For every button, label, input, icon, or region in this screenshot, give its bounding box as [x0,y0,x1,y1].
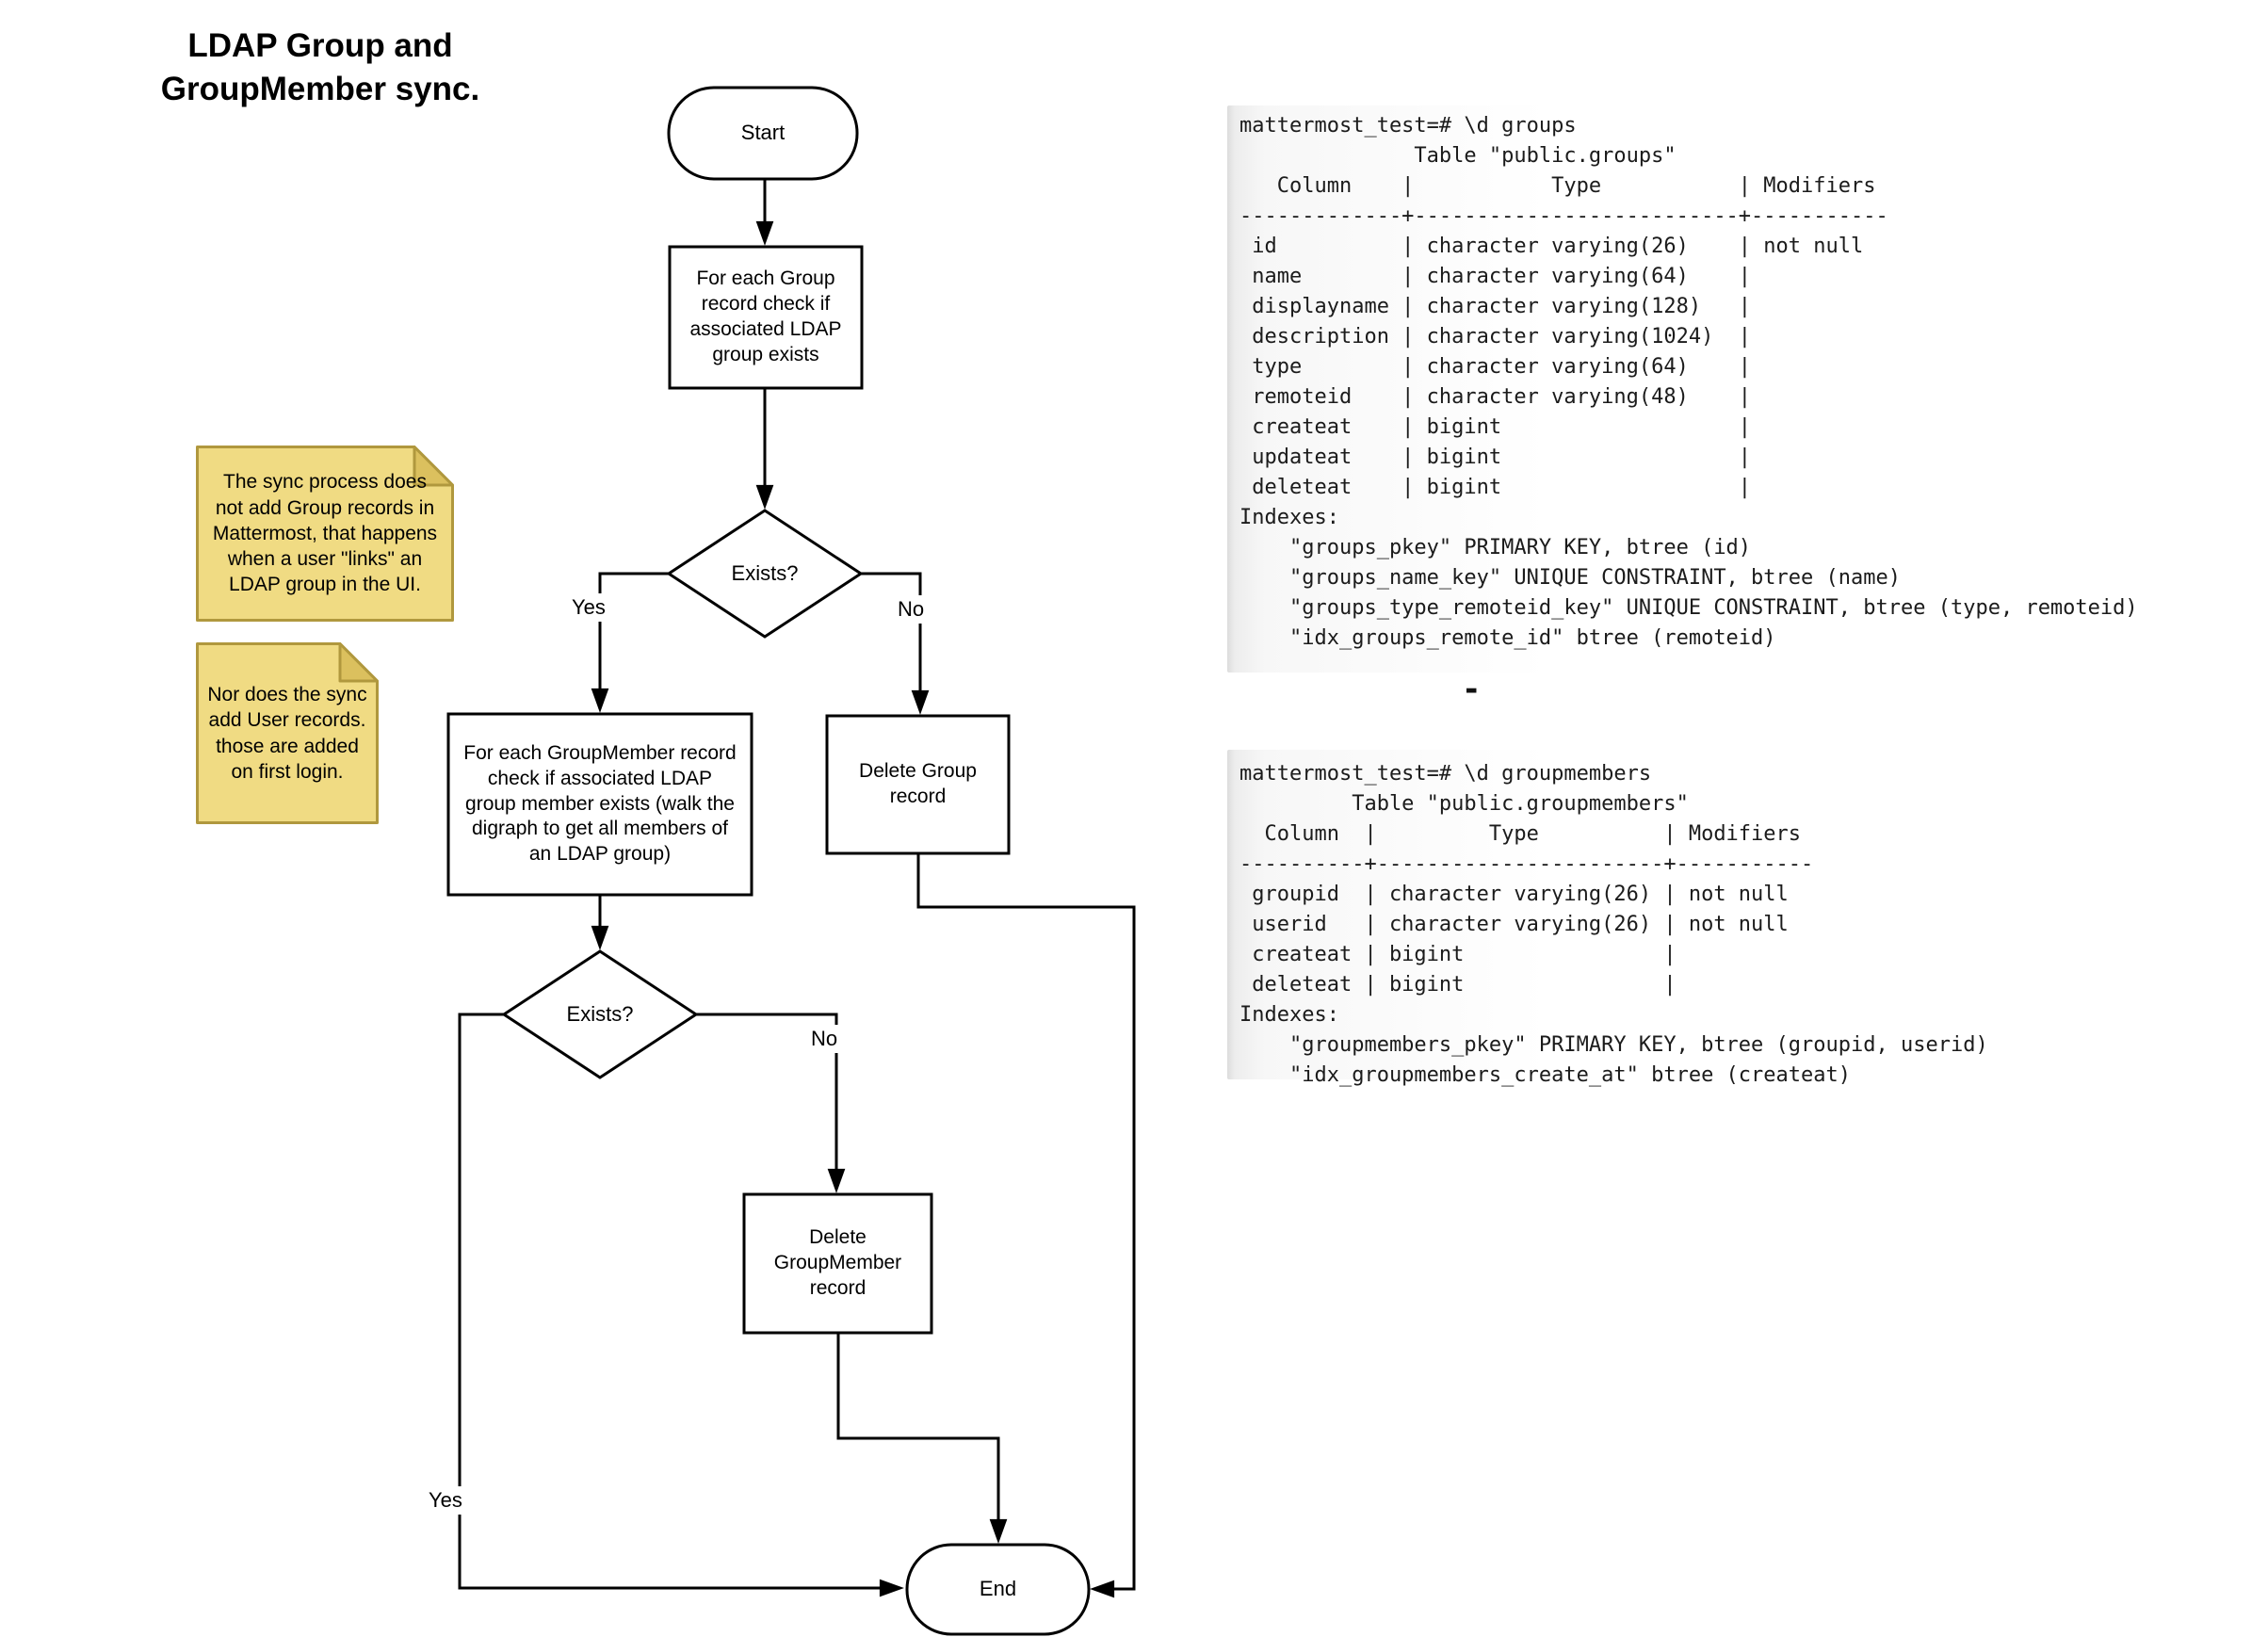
exists1-decision-shape [666,509,864,639]
psql-groupmembers-output: mattermost_test=# \d groupmembers Table … [1239,762,1988,1087]
exists2-decision-shape [501,949,699,1079]
sticky-note-sync-groups: The sync process does not add Group reco… [196,446,454,622]
terminal-groups-background [1227,105,2197,673]
delete-groupmember-node-shape [742,1192,933,1335]
edge-exists2-yes-to-end [458,1013,904,1597]
edge-exists1-yes-to-groupmember-check [591,572,669,713]
edge-delete-groupmember-to-end [836,1333,1008,1544]
edge-delete-group-to-end [916,853,1136,1598]
page-title: LDAP Group and GroupMember sync. [160,27,480,108]
group-check-node-label: For each Group record check if associate… [689,267,842,365]
groupmember-check-node-label: For each GroupMember record check if ass… [463,741,737,866]
edge-exists2-no-to-delete-groupmember [696,1013,846,1193]
delete-groupmember-node-label: Delete GroupMember record [773,1226,902,1299]
start-node-label: Start [740,121,786,145]
exists1-yes-label: Yes [569,593,608,622]
psql-groups-output: mattermost_test=# \d groups Table "publi… [1239,114,2138,650]
sticky-note-1-text: The sync process does not add Group reco… [212,471,438,596]
exists1-no-label: No [895,595,928,624]
delete-group-node-shape [825,714,1011,855]
terminal-groupmembers-background [1227,750,2075,1079]
exists2-yes-label: Yes [426,1486,465,1515]
sticky-note-sync-users: Nor does the sync add User records. thos… [196,642,379,824]
sticky-note-2-text: Nor does the sync add User records. thos… [207,683,367,783]
exists2-decision-label: Exists? [566,1001,634,1026]
group-check-node-shape [668,245,864,390]
sticky-note-1-shape [196,446,454,622]
end-node-shape [905,1543,1091,1636]
groupmember-check-node-shape [446,712,753,897]
exists1-decision-label: Exists? [731,560,799,585]
psql-groups-cursor: - [1462,671,1482,708]
sticky-note-2-shape [196,642,379,824]
start-node-shape [667,86,859,181]
delete-group-node-label: Delete Group record [859,760,977,807]
edge-exists1-no-to-delete-group [861,572,930,715]
end-node-label: End [979,1577,1017,1601]
exists2-no-label: No [808,1025,841,1053]
